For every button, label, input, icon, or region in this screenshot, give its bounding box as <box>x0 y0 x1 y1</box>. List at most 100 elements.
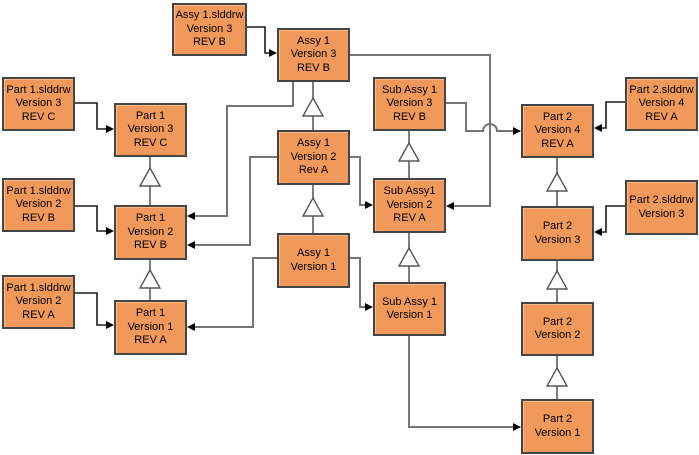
arrowhead-icon <box>513 127 521 135</box>
node-label-line: Version 1 <box>386 309 433 321</box>
version-link-part2-v2-v1 <box>545 356 569 399</box>
edge-assy1-slddrw-to-assy1-v3 <box>247 26 277 57</box>
arrowhead-icon <box>187 323 195 331</box>
node-label-line: Part 2 <box>542 413 573 425</box>
edge-assy1-v2-to-subassy1-v2 <box>350 156 373 209</box>
node-label-line: Sub Assy 1 <box>381 295 438 308</box>
node-label-line: Version 1 <box>534 426 581 439</box>
node-label-line: Assy 1 <box>296 34 330 47</box>
arrowhead-icon <box>106 321 114 329</box>
node-label-line: REV B <box>296 61 330 74</box>
arrowhead-icon <box>594 228 602 236</box>
edge-assy1-v3-to-part1-v2 <box>187 82 294 220</box>
node-label-line: Part 2.slddrw <box>629 194 694 206</box>
node-label-line: Part 1.slddrw <box>6 184 71 197</box>
node-label-line: Rev A <box>298 164 329 177</box>
node-label-line: REV A <box>393 212 426 225</box>
node-label-line: Version 4 <box>534 124 581 137</box>
revision-triangle-icon <box>138 268 162 289</box>
arrowhead-icon <box>446 202 454 210</box>
node-label-line: Part 1 <box>135 307 166 320</box>
edge-subassy1-v3-to-part2-v4 <box>446 102 521 135</box>
node-label-line: Version 3 <box>386 97 433 110</box>
node-label-line: Version 2 <box>15 295 62 308</box>
revision-triangle-icon <box>545 269 569 290</box>
version-link-part2-v3-v2 <box>545 261 569 302</box>
revision-triangle-icon <box>301 96 325 117</box>
node-label-line: Part 2 <box>542 315 573 328</box>
node-label-line: Part 1.slddrw <box>6 83 71 96</box>
node-label-line: Assy 1.slddrw <box>175 9 244 22</box>
node-label-line: Part 2.slddrw <box>629 83 694 96</box>
node-label-line: REV C <box>133 136 168 149</box>
arrowhead-icon <box>365 201 373 209</box>
node-label-line: Part 2 <box>542 220 573 232</box>
version-link-assy1-v3-v2 <box>301 82 325 130</box>
version-link-part1-v2-v1 <box>138 260 162 300</box>
node-label-line: Assy 1 <box>296 247 330 259</box>
node-label-line: Version 3 <box>127 123 174 136</box>
arrowhead-icon <box>365 303 373 311</box>
version-link-part2-v4-v3 <box>545 158 569 206</box>
arrowhead-icon <box>513 423 521 431</box>
revision-triangle-icon <box>545 366 569 387</box>
node-label-line: REV A <box>22 308 55 321</box>
edge-part1-slddrw2a-to-part1-v1 <box>75 292 114 329</box>
node-label-line: Version 3 <box>638 207 685 220</box>
version-link-subassy1-v2-v1 <box>397 233 421 282</box>
node-label-line: Part 1 <box>135 109 166 122</box>
arrowhead-icon <box>269 49 277 57</box>
node-label-line: REV B <box>192 36 226 49</box>
arrowhead-icon <box>106 227 114 235</box>
edge-assy1-v1-to-part1-v1 <box>187 257 277 331</box>
node-label-line: Version 2 <box>386 198 433 211</box>
version-link-part1-v3-v2 <box>138 157 162 205</box>
node-label-line: Part 2 <box>542 110 573 123</box>
node-label-line: REV A <box>134 334 167 347</box>
node-label-line: Part 1.slddrw <box>6 281 71 294</box>
node-label-line: REV A <box>541 137 574 150</box>
node-label-line: Version 3 <box>15 97 62 110</box>
edge-assy1-v1-to-subassy1-v1 <box>350 257 373 311</box>
edge-part2-slddrw3-to-part2-v3 <box>594 205 625 236</box>
node-label-line: REV C <box>21 110 56 123</box>
arrowhead-icon <box>594 124 602 132</box>
edge-part1-slddrw2b-to-part1-v2 <box>75 205 114 235</box>
node-label-line: REV B <box>133 239 167 252</box>
edge-part1-slddrw3-to-part1-v3 <box>75 102 114 133</box>
node-label-line: Version 1 <box>127 320 174 333</box>
arrowhead-icon <box>187 212 195 220</box>
version-link-assy1-v2-v1 <box>301 185 325 233</box>
node-label-line: Sub Assy1 <box>383 185 436 198</box>
node-label-line: REV B <box>21 211 55 224</box>
revision-triangle-icon <box>397 141 421 162</box>
arrowhead-icon <box>106 125 114 133</box>
node-label-line: Version 4 <box>638 97 685 110</box>
node-label-line: Version 3 <box>534 233 581 246</box>
edge-subassy1-v1-to-part2-v1 <box>408 336 521 431</box>
node-label-line: Version 3 <box>186 22 233 35</box>
node-label-line: Version 2 <box>15 198 62 211</box>
node-label-line: Assy 1 <box>296 137 330 150</box>
node-label-line: Version 2 <box>290 150 337 163</box>
edge-part2-slddrw4-to-part2-v4 <box>594 101 625 132</box>
